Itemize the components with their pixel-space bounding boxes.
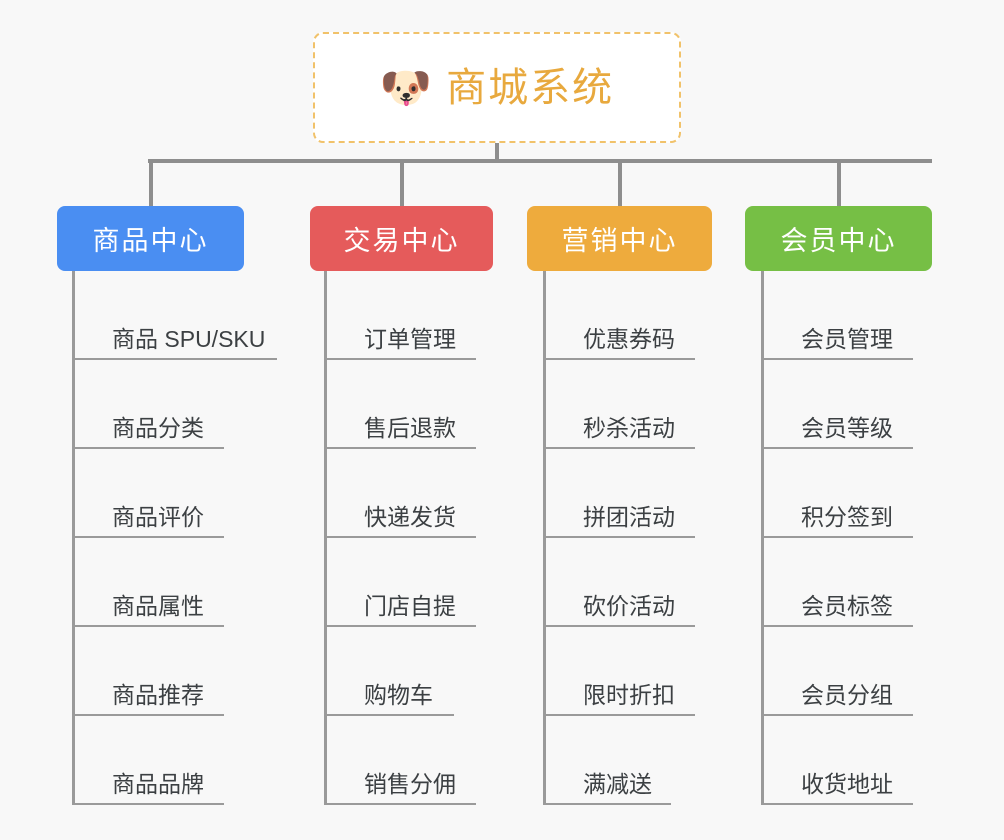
leaf-item-label: 会员管理 (801, 326, 893, 352)
connector-drop-3 (618, 159, 622, 206)
group-box-1[interactable]: 商品中心 (57, 206, 244, 271)
group-box-label: 商品中心 (92, 226, 209, 256)
leaf-item[interactable]: 收货地址 (761, 716, 913, 805)
leaf-item-underline (72, 358, 277, 360)
leaf-item-label: 秒杀活动 (583, 415, 675, 441)
leaf-item-label: 购物车 (364, 682, 433, 708)
leaf-item-underline (761, 447, 913, 449)
connector-drop-1 (149, 159, 153, 206)
leaf-item-label: 砍价活动 (583, 593, 675, 619)
leaf-item[interactable]: 快递发货 (324, 449, 476, 538)
leaf-item[interactable]: 拼团活动 (543, 449, 695, 538)
leaf-item-label: 优惠券码 (583, 326, 675, 352)
leaf-item[interactable]: 会员分组 (761, 627, 913, 716)
leaf-item[interactable]: 售后退款 (324, 360, 476, 449)
leaf-item-underline (72, 625, 224, 627)
leaf-item-label: 快递发货 (364, 504, 456, 530)
leaf-item-underline (324, 714, 454, 716)
leaf-item[interactable]: 商品评价 (72, 449, 265, 538)
leaf-item[interactable]: 会员等级 (761, 360, 913, 449)
leaf-item-label: 拼团活动 (583, 504, 675, 530)
root-node-title: 商城系统 (446, 65, 615, 110)
leaf-item-underline (761, 803, 913, 805)
leaf-item-underline (72, 536, 224, 538)
leaf-item-underline (543, 447, 695, 449)
leaf-item-underline (543, 803, 671, 805)
leaf-item-label: 积分签到 (801, 504, 893, 530)
leaf-item-label: 商品属性 (112, 593, 204, 619)
leaf-column-1: 商品 SPU/SKU 商品分类商品评价商品属性商品推荐商品品牌 (72, 271, 277, 805)
leaf-item-label: 售后退款 (364, 415, 456, 441)
leaf-item-underline (72, 803, 224, 805)
leaf-item[interactable]: 满减送 (543, 716, 675, 805)
leaf-item[interactable]: 商品品牌 (72, 716, 265, 805)
leaf-item[interactable]: 商品 SPU/SKU (72, 271, 277, 360)
dog-face-icon: 🐶 (379, 63, 433, 111)
leaf-item-label: 会员分组 (801, 682, 893, 708)
leaf-item[interactable]: 商品分类 (72, 360, 265, 449)
leaf-item-underline (761, 714, 913, 716)
group-box-label: 交易中心 (343, 226, 460, 256)
leaf-column-spine (72, 271, 75, 805)
leaf-item-underline (324, 536, 476, 538)
leaf-item-label: 会员标签 (801, 593, 893, 619)
leaf-column-4: 会员管理会员等级积分签到会员标签会员分组收货地址 (761, 271, 913, 805)
leaf-item[interactable]: 商品属性 (72, 538, 265, 627)
group-box-4[interactable]: 会员中心 (745, 206, 932, 271)
leaf-column-3: 优惠券码秒杀活动拼团活动砍价活动限时折扣满减送 (543, 271, 695, 805)
leaf-item-label: 销售分佣 (364, 771, 456, 797)
leaf-item-underline (761, 536, 913, 538)
leaf-item-underline (543, 358, 695, 360)
leaf-item-underline (72, 714, 224, 716)
leaf-item[interactable]: 会员标签 (761, 538, 913, 627)
leaf-item[interactable]: 门店自提 (324, 538, 476, 627)
leaf-item-label: 商品推荐 (112, 682, 204, 708)
leaf-item-label: 商品 SPU/SKU (112, 326, 266, 352)
leaf-column-spine (543, 271, 546, 805)
leaf-item[interactable]: 会员管理 (761, 271, 913, 360)
leaf-column-2: 订单管理售后退款快递发货门店自提购物车销售分佣 (324, 271, 476, 805)
leaf-column-spine (761, 271, 764, 805)
group-box-label: 营销中心 (561, 226, 678, 256)
leaf-item-underline (761, 625, 913, 627)
leaf-item-label: 订单管理 (364, 326, 456, 352)
leaf-item-underline (543, 714, 695, 716)
leaf-item-label: 满减送 (583, 771, 652, 797)
leaf-item[interactable]: 限时折扣 (543, 627, 695, 716)
leaf-item-underline (324, 358, 476, 360)
leaf-item[interactable]: 秒杀活动 (543, 360, 695, 449)
leaf-item-label: 商品分类 (112, 415, 204, 441)
leaf-item-label: 会员等级 (801, 415, 893, 441)
connector-horizontal-bus (148, 159, 932, 163)
leaf-item-label: 门店自提 (364, 593, 456, 619)
connector-drop-2 (400, 159, 404, 206)
leaf-item-underline (324, 447, 476, 449)
connector-root-stem (495, 143, 499, 162)
leaf-item[interactable]: 砍价活动 (543, 538, 695, 627)
leaf-item-label: 收货地址 (801, 771, 893, 797)
leaf-item-underline (543, 625, 695, 627)
leaf-item-underline (324, 803, 476, 805)
leaf-item[interactable]: 积分签到 (761, 449, 913, 538)
leaf-item-underline (72, 447, 224, 449)
leaf-item-underline (543, 536, 695, 538)
leaf-item[interactable]: 优惠券码 (543, 271, 695, 360)
leaf-item-label: 商品评价 (112, 504, 204, 530)
group-box-label: 会员中心 (780, 226, 897, 256)
leaf-item[interactable]: 商品推荐 (72, 627, 265, 716)
leaf-item-label: 限时折扣 (583, 682, 675, 708)
root-node-mall-system[interactable]: 🐶 商城系统 (313, 32, 681, 143)
leaf-item-underline (324, 625, 476, 627)
leaf-item[interactable]: 订单管理 (324, 271, 476, 360)
leaf-item[interactable]: 销售分佣 (324, 716, 476, 805)
connector-drop-4 (837, 159, 841, 206)
leaf-item[interactable]: 购物车 (324, 627, 456, 716)
leaf-column-spine (324, 271, 327, 805)
leaf-item-underline (761, 358, 913, 360)
group-box-3[interactable]: 营销中心 (527, 206, 712, 271)
leaf-item-label: 商品品牌 (112, 771, 204, 797)
group-box-2[interactable]: 交易中心 (310, 206, 493, 271)
